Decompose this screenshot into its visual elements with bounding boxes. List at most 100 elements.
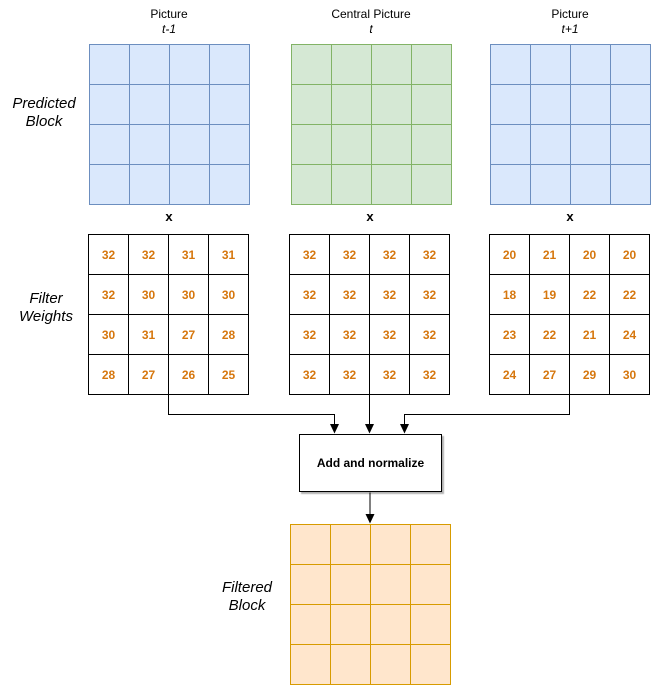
arrowhead-center-icon bbox=[365, 424, 374, 434]
weight-cell: 32 bbox=[410, 315, 449, 354]
weight-cell: 24 bbox=[610, 315, 649, 354]
weight-cell: 22 bbox=[530, 315, 569, 354]
multiply-sign-left: x bbox=[165, 209, 173, 224]
grid-cell bbox=[611, 165, 650, 204]
arrowhead-output-icon bbox=[365, 514, 375, 524]
grid-cell bbox=[372, 125, 411, 164]
weight-cell: 32 bbox=[330, 355, 369, 394]
header-title: Picture bbox=[150, 7, 188, 21]
grid-cell bbox=[292, 45, 331, 84]
grid-cell bbox=[332, 165, 371, 204]
grid-cell bbox=[90, 165, 129, 204]
weight-cell: 32 bbox=[330, 235, 369, 274]
grid-cell bbox=[611, 125, 650, 164]
grid-cell bbox=[170, 45, 209, 84]
grid-cell bbox=[411, 645, 450, 684]
weight-cell: 32 bbox=[129, 235, 168, 274]
weight-cell: 31 bbox=[209, 235, 248, 274]
weight-cell: 32 bbox=[410, 275, 449, 314]
grid-cell bbox=[491, 125, 530, 164]
grid-cell bbox=[531, 45, 570, 84]
grid-cell bbox=[531, 125, 570, 164]
grid-cell bbox=[571, 45, 610, 84]
connector-left bbox=[168, 395, 335, 424]
grid-cell bbox=[412, 85, 451, 124]
grid-cell bbox=[411, 565, 450, 604]
weight-cell: 21 bbox=[570, 315, 609, 354]
grid-cell bbox=[170, 165, 209, 204]
grid-cell bbox=[611, 85, 650, 124]
grid-cell bbox=[130, 45, 169, 84]
grid-cell bbox=[332, 85, 371, 124]
filtered-block-grid bbox=[290, 524, 451, 685]
weight-cell: 31 bbox=[129, 315, 168, 354]
weight-cell: 20 bbox=[570, 235, 609, 274]
predicted-block-label: Predicted Block bbox=[12, 95, 76, 130]
grid-cell bbox=[412, 125, 451, 164]
weight-cell: 32 bbox=[370, 355, 409, 394]
weight-cell: 32 bbox=[290, 235, 329, 274]
grid-cell bbox=[371, 605, 410, 644]
weight-cell: 19 bbox=[530, 275, 569, 314]
grid-cell bbox=[371, 525, 410, 564]
weight-cell: 28 bbox=[89, 355, 128, 394]
weight-cell: 30 bbox=[89, 315, 128, 354]
grid-cell bbox=[332, 45, 371, 84]
grid-cell bbox=[611, 45, 650, 84]
connector-right bbox=[404, 395, 570, 424]
weight-cell: 32 bbox=[370, 315, 409, 354]
grid-cell bbox=[291, 565, 330, 604]
grid-cell bbox=[331, 565, 370, 604]
grid-cell bbox=[371, 645, 410, 684]
grid-cell bbox=[90, 85, 129, 124]
grid-cell bbox=[130, 85, 169, 124]
weight-cell: 26 bbox=[169, 355, 208, 394]
weight-cell: 29 bbox=[570, 355, 609, 394]
grid-cell bbox=[371, 565, 410, 604]
arrowhead-right-icon bbox=[400, 424, 409, 434]
grid-cell bbox=[531, 165, 570, 204]
grid-cell bbox=[491, 165, 530, 204]
grid-cell bbox=[170, 125, 209, 164]
weight-cell: 27 bbox=[129, 355, 168, 394]
weight-cell: 32 bbox=[330, 275, 369, 314]
weight-cell: 30 bbox=[129, 275, 168, 314]
weight-cell: 25 bbox=[209, 355, 248, 394]
weight-cell: 32 bbox=[89, 275, 128, 314]
weight-cell: 30 bbox=[610, 355, 649, 394]
filtered-block-label: Filtered Block bbox=[221, 579, 273, 614]
grid-cell bbox=[571, 165, 610, 204]
grid-cell bbox=[291, 645, 330, 684]
weight-cell: 32 bbox=[290, 275, 329, 314]
predicted-block-grid-t-plus-1 bbox=[490, 44, 651, 205]
weight-cell: 28 bbox=[209, 315, 248, 354]
grid-cell bbox=[412, 165, 451, 204]
header-title: Picture bbox=[551, 7, 589, 21]
grid-cell bbox=[210, 125, 249, 164]
add-and-normalize-box: Add and normalize bbox=[299, 434, 442, 492]
grid-cell bbox=[130, 165, 169, 204]
weight-cell: 32 bbox=[330, 315, 369, 354]
weight-cell: 32 bbox=[290, 315, 329, 354]
weight-cell: 22 bbox=[610, 275, 649, 314]
grid-cell bbox=[331, 605, 370, 644]
grid-cell bbox=[210, 165, 249, 204]
multiply-sign-right: x bbox=[566, 209, 574, 224]
weight-cell: 30 bbox=[169, 275, 208, 314]
arrowhead-left-icon bbox=[330, 424, 339, 434]
grid-cell bbox=[412, 45, 451, 84]
grid-cell bbox=[210, 85, 249, 124]
multiply-sign-center: x bbox=[366, 209, 374, 224]
grid-cell bbox=[170, 85, 209, 124]
weight-cell: 27 bbox=[169, 315, 208, 354]
weight-cell: 23 bbox=[490, 315, 529, 354]
header-central-picture-t: Central Picture t bbox=[291, 7, 451, 37]
weight-cell: 32 bbox=[370, 235, 409, 274]
weight-cell: 30 bbox=[209, 275, 248, 314]
header-picture-t-minus-1: Picture t-1 bbox=[89, 7, 249, 37]
grid-cell bbox=[411, 525, 450, 564]
header-time-index: t-1 bbox=[161, 22, 176, 36]
grid-cell bbox=[331, 645, 370, 684]
